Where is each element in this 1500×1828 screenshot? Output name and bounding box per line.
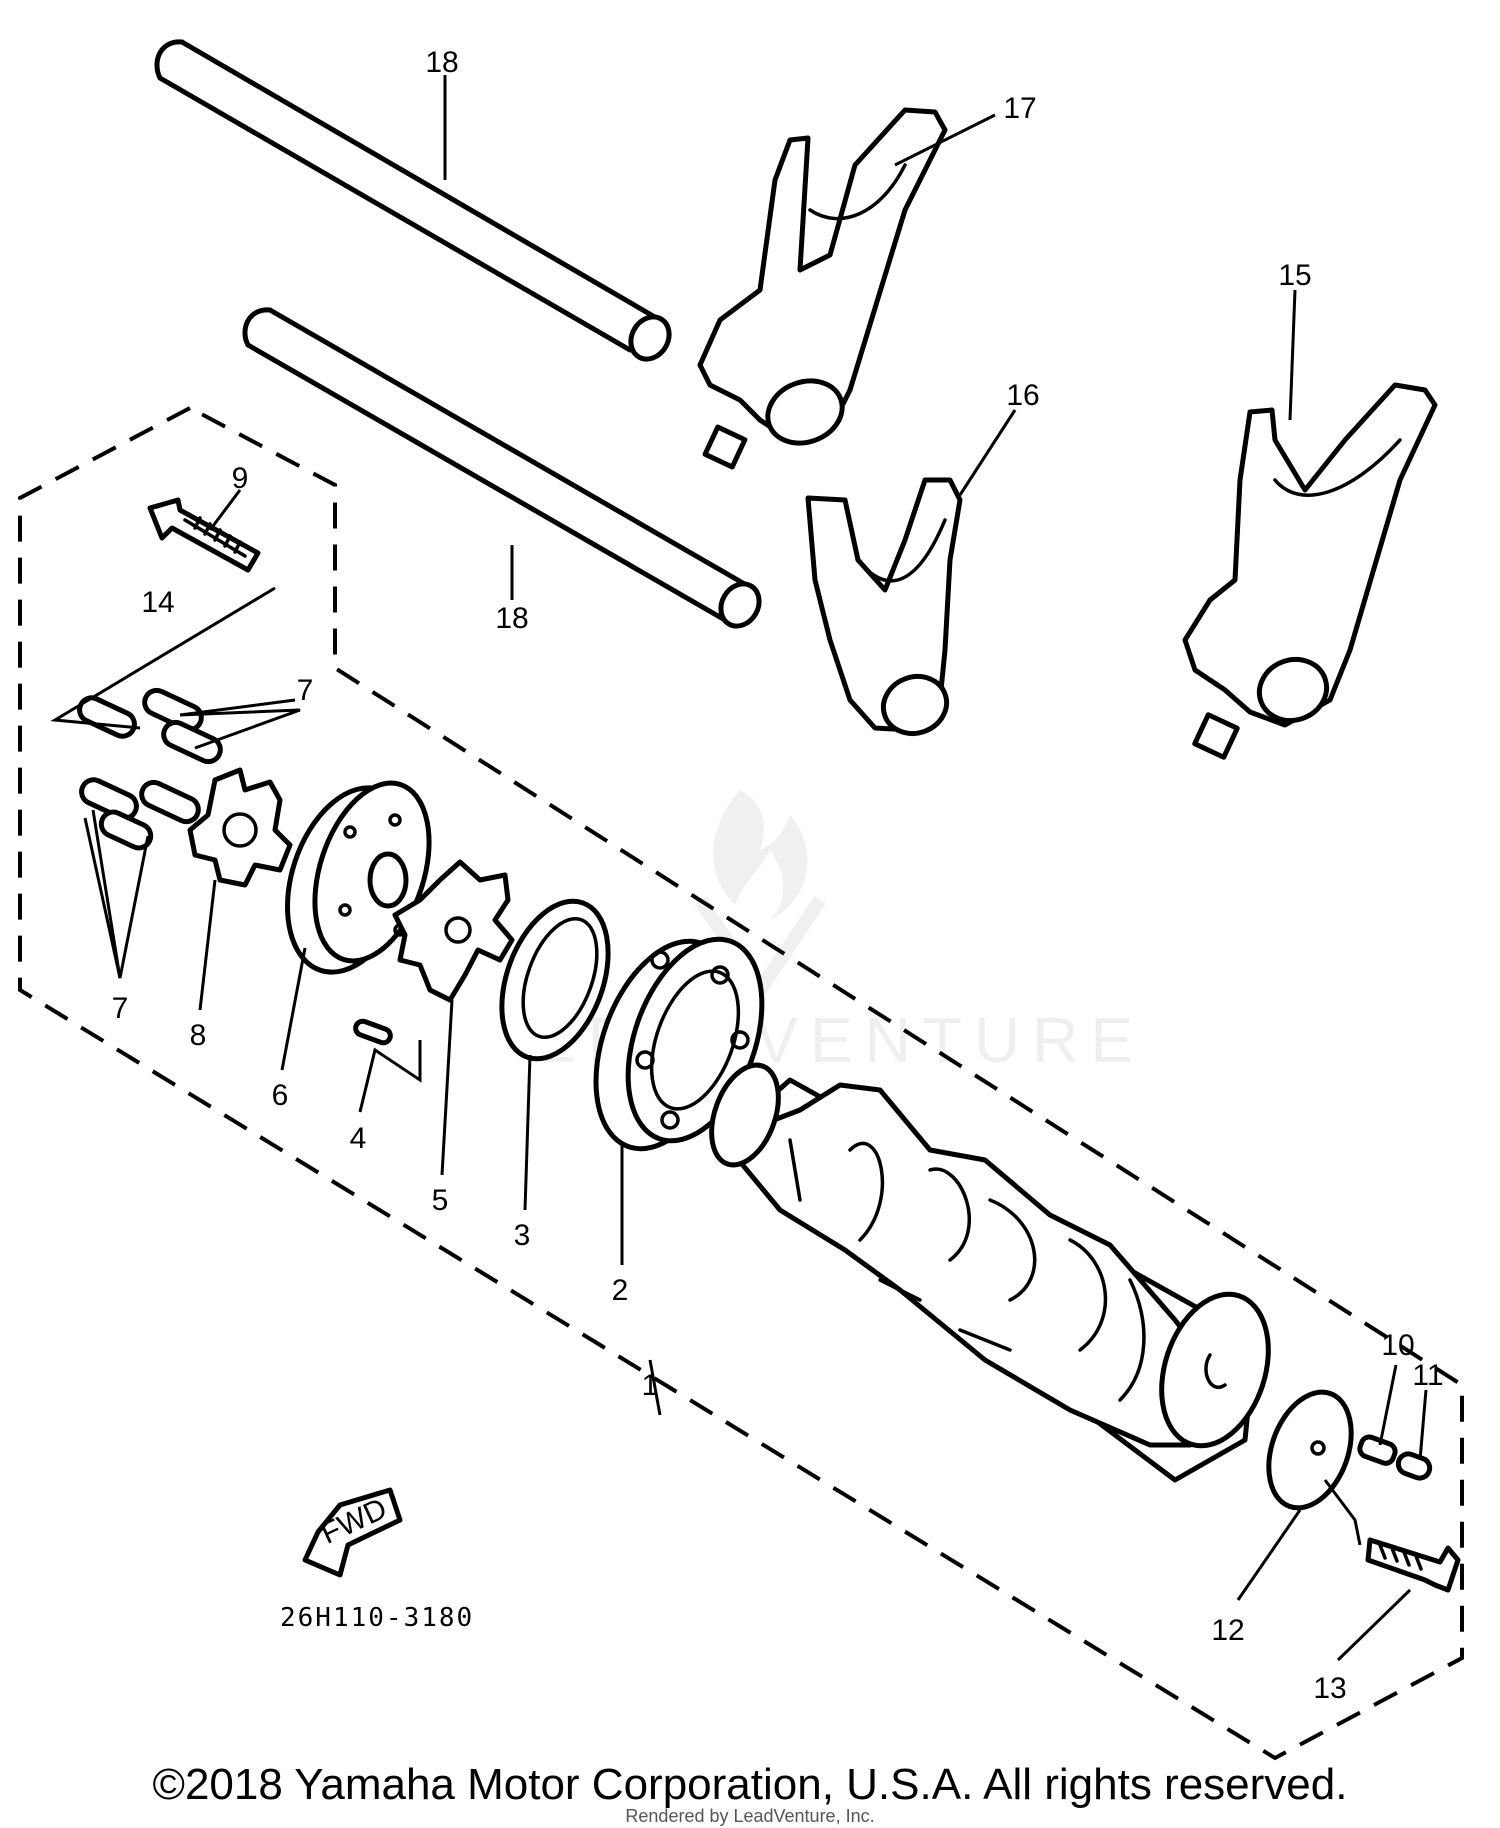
rendered-by-notice: Rendered by LeadVenture, Inc. bbox=[625, 1806, 875, 1826]
screw-13 bbox=[1365, 1537, 1461, 1593]
label-3: 3 bbox=[514, 1219, 531, 1252]
label-10: 10 bbox=[1381, 1329, 1414, 1362]
label-13: 13 bbox=[1313, 1672, 1346, 1705]
label-18-upper: 18 bbox=[425, 46, 458, 79]
washer-plate-12 bbox=[1266, 1389, 1354, 1511]
forward-direction-marker: FWD bbox=[302, 1487, 403, 1578]
circlip-3 bbox=[499, 898, 611, 1062]
assembly-boundary bbox=[18, 405, 1464, 1761]
label-11: 11 bbox=[1412, 1359, 1443, 1392]
label-12: 12 bbox=[1211, 1614, 1244, 1647]
drawing-code: 26H110-3180 bbox=[280, 1603, 474, 1633]
label-14: 14 bbox=[141, 586, 174, 619]
label-5: 5 bbox=[432, 1184, 449, 1217]
label-1: 1 bbox=[642, 1369, 659, 1402]
label-7-lower: 7 bbox=[112, 992, 129, 1025]
label-7-upper: 7 bbox=[297, 674, 314, 707]
label-6: 6 bbox=[272, 1079, 289, 1112]
label-17: 17 bbox=[1003, 92, 1036, 125]
label-8: 8 bbox=[190, 1019, 207, 1052]
shift-drum-1 bbox=[709, 1062, 1271, 1483]
label-2: 2 bbox=[612, 1274, 629, 1307]
part-number-labels: 18 17 15 16 9 18 14 7 7 8 6 4 5 3 2 1 10… bbox=[112, 46, 1444, 1705]
label-18-lower: 18 bbox=[495, 602, 528, 635]
segment-8 bbox=[187, 767, 293, 888]
label-9: 9 bbox=[232, 462, 249, 495]
screw-9 bbox=[147, 497, 261, 573]
star-plate-5 bbox=[392, 859, 515, 1003]
label-4: 4 bbox=[350, 1122, 367, 1155]
shift-fork-17 bbox=[697, 107, 948, 470]
leader-lines bbox=[50, 75, 1428, 1662]
label-16: 16 bbox=[1006, 379, 1039, 412]
shift-fork-16 bbox=[805, 477, 963, 736]
guide-bar-upper bbox=[154, 39, 672, 362]
guide-bar-lower bbox=[242, 307, 762, 629]
copyright-notice: ©2018 Yamaha Motor Corporation, U.S.A. A… bbox=[152, 1760, 1348, 1809]
label-15: 15 bbox=[1278, 259, 1311, 292]
pin-4 bbox=[353, 1018, 393, 1046]
shift-fork-15 bbox=[1182, 382, 1438, 760]
